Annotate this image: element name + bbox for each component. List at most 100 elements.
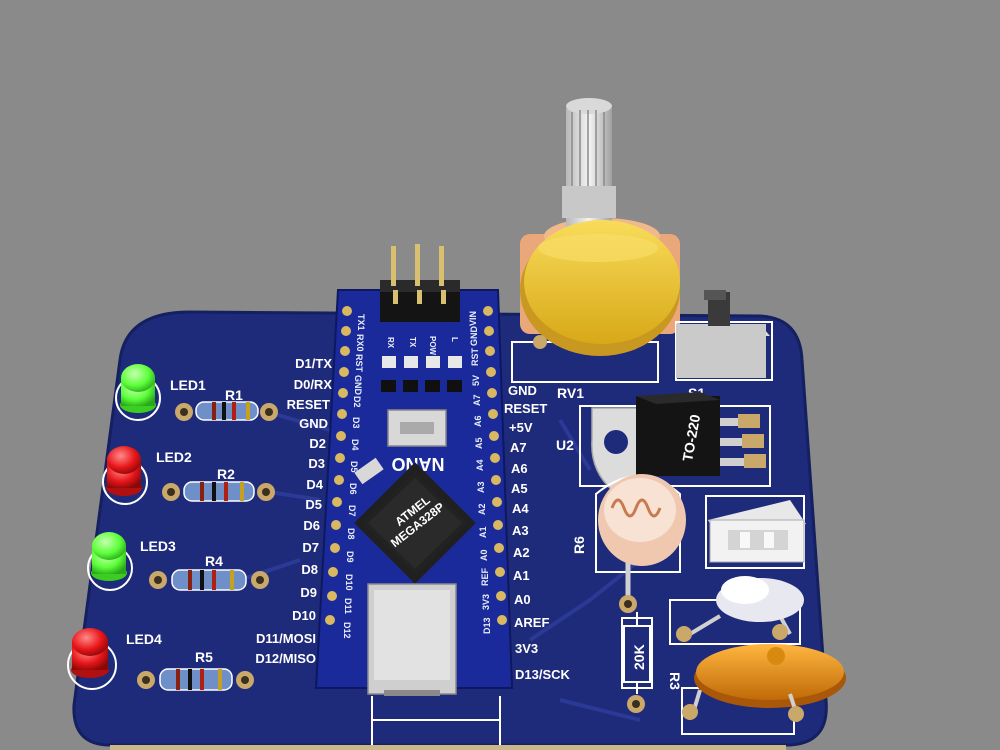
led1-label: LED1	[170, 377, 206, 393]
regulator-u2: TO-220	[579, 392, 771, 491]
svg-text:D5: D5	[305, 497, 322, 512]
rv1-label: RV1	[557, 385, 584, 401]
led3-label: LED3	[140, 538, 176, 554]
svg-text:A0: A0	[479, 549, 489, 561]
svg-text:A7: A7	[510, 440, 527, 455]
svg-text:D4: D4	[350, 439, 360, 451]
mcu-chip: ATMEL MEGA328P	[354, 462, 476, 584]
svg-text:D1/TX: D1/TX	[295, 356, 332, 371]
resistor-r5	[137, 668, 254, 691]
bottom-outlines	[371, 696, 501, 745]
svg-text:TX1: TX1	[356, 314, 366, 331]
svg-text:GND: GND	[353, 375, 363, 396]
right-header-labels: GND RESET +5V A7 A6 A5 A4 A3 A2 A1 A0 AR…	[504, 383, 571, 682]
svg-text:D10: D10	[292, 608, 316, 623]
svg-text:D13/SCK: D13/SCK	[515, 667, 571, 682]
svg-text:A2: A2	[513, 545, 530, 560]
r6-label: R6	[571, 536, 587, 554]
svg-text:D13: D13	[482, 617, 492, 634]
led1	[115, 364, 161, 421]
svg-text:D3: D3	[351, 417, 361, 429]
svg-text:RST: RST	[354, 354, 364, 373]
r1-label: R1	[225, 387, 243, 403]
svg-text:A4: A4	[475, 459, 485, 471]
svg-text:3V3: 3V3	[515, 641, 538, 656]
nano-left-pins	[325, 306, 352, 625]
nano-led-labels: RX TX POW L	[386, 336, 459, 356]
svg-text:D2: D2	[352, 396, 362, 408]
svg-text:D2: D2	[309, 436, 326, 451]
svg-text:RX0: RX0	[355, 334, 365, 352]
svg-text:GND: GND	[469, 326, 479, 347]
resistor-r4	[149, 569, 269, 591]
icsp-header	[380, 244, 460, 322]
ldr-r6	[595, 474, 686, 613]
svg-text:D7: D7	[302, 540, 319, 555]
svg-text:D12/MISO: D12/MISO	[255, 651, 316, 666]
left-header-labels: D1/TX D0/RX RESET GND D2 D3 D4 D5 D6 D7 …	[255, 356, 332, 666]
svg-text:D10: D10	[344, 574, 354, 591]
nano-name: NANO	[392, 454, 445, 474]
svg-text:A5: A5	[511, 481, 528, 496]
svg-text:A1: A1	[513, 568, 530, 583]
nano-smd-leds	[382, 356, 462, 368]
svg-text:RESET: RESET	[287, 397, 330, 412]
svg-text:D9: D9	[345, 551, 355, 563]
r5-label: R5	[195, 649, 213, 665]
svg-text:A6: A6	[473, 415, 483, 427]
svg-text:D5: D5	[349, 461, 359, 473]
svg-text:GND: GND	[508, 383, 537, 398]
buzzer	[681, 644, 846, 735]
led4-label: LED4	[126, 631, 162, 647]
svg-text:D8: D8	[346, 528, 356, 540]
svg-text:RX: RX	[386, 337, 395, 349]
svg-text:5V: 5V	[471, 375, 481, 386]
led2-label: LED2	[156, 449, 192, 465]
svg-text:L: L	[450, 337, 459, 342]
svg-text:A3: A3	[512, 523, 529, 538]
jst-connector	[705, 495, 806, 569]
svg-text:GND: GND	[299, 416, 328, 431]
potentiometer-rv1[interactable]	[511, 98, 680, 383]
svg-text:+5V: +5V	[509, 420, 533, 435]
r4-label: R4	[205, 553, 223, 569]
ir-receiver	[669, 576, 804, 645]
svg-text:D0/RX: D0/RX	[294, 377, 333, 392]
svg-text:REF: REF	[480, 567, 490, 586]
r3-value: 20K	[631, 644, 647, 670]
slide-switch-s1[interactable]	[675, 290, 773, 381]
led3	[87, 532, 133, 591]
svg-text:D12: D12	[342, 622, 352, 639]
svg-text:A5: A5	[474, 437, 484, 449]
led4	[67, 628, 117, 690]
svg-text:D4: D4	[306, 477, 323, 492]
svg-text:D9: D9	[300, 585, 317, 600]
svg-text:A7: A7	[472, 394, 482, 406]
svg-text:RESET: RESET	[504, 401, 547, 416]
svg-text:D8: D8	[301, 562, 318, 577]
svg-text:D11: D11	[343, 598, 353, 614]
svg-text:D3: D3	[308, 456, 325, 471]
nano-right-pin-labels: VIN GND RST 5V A7 A6 A5 A4 A3 A2 A1 A0 R…	[468, 311, 492, 634]
u2-label: U2	[556, 437, 574, 453]
svg-text:POW: POW	[428, 336, 437, 356]
resistor-r2	[162, 481, 275, 502]
svg-text:3V3: 3V3	[481, 594, 491, 610]
svg-text:TX: TX	[408, 337, 417, 348]
svg-text:A4: A4	[512, 501, 529, 516]
svg-text:D6: D6	[348, 483, 358, 495]
svg-text:D11/MOSI: D11/MOSI	[256, 631, 316, 646]
svg-text:D7: D7	[347, 505, 357, 517]
led2	[102, 446, 148, 505]
usb-connector	[367, 583, 457, 696]
resistor-r3	[621, 612, 653, 713]
svg-text:D6: D6	[303, 518, 320, 533]
svg-text:VIN: VIN	[468, 311, 478, 326]
svg-text:A0: A0	[514, 592, 531, 607]
svg-text:AREF: AREF	[514, 615, 549, 630]
arduino-nano: TX1 RX0 RST GND D2 D3 D4 D5 D6 D7 D8 D9 …	[314, 244, 514, 696]
svg-text:A6: A6	[511, 461, 528, 476]
r3-label: R3	[667, 672, 683, 690]
